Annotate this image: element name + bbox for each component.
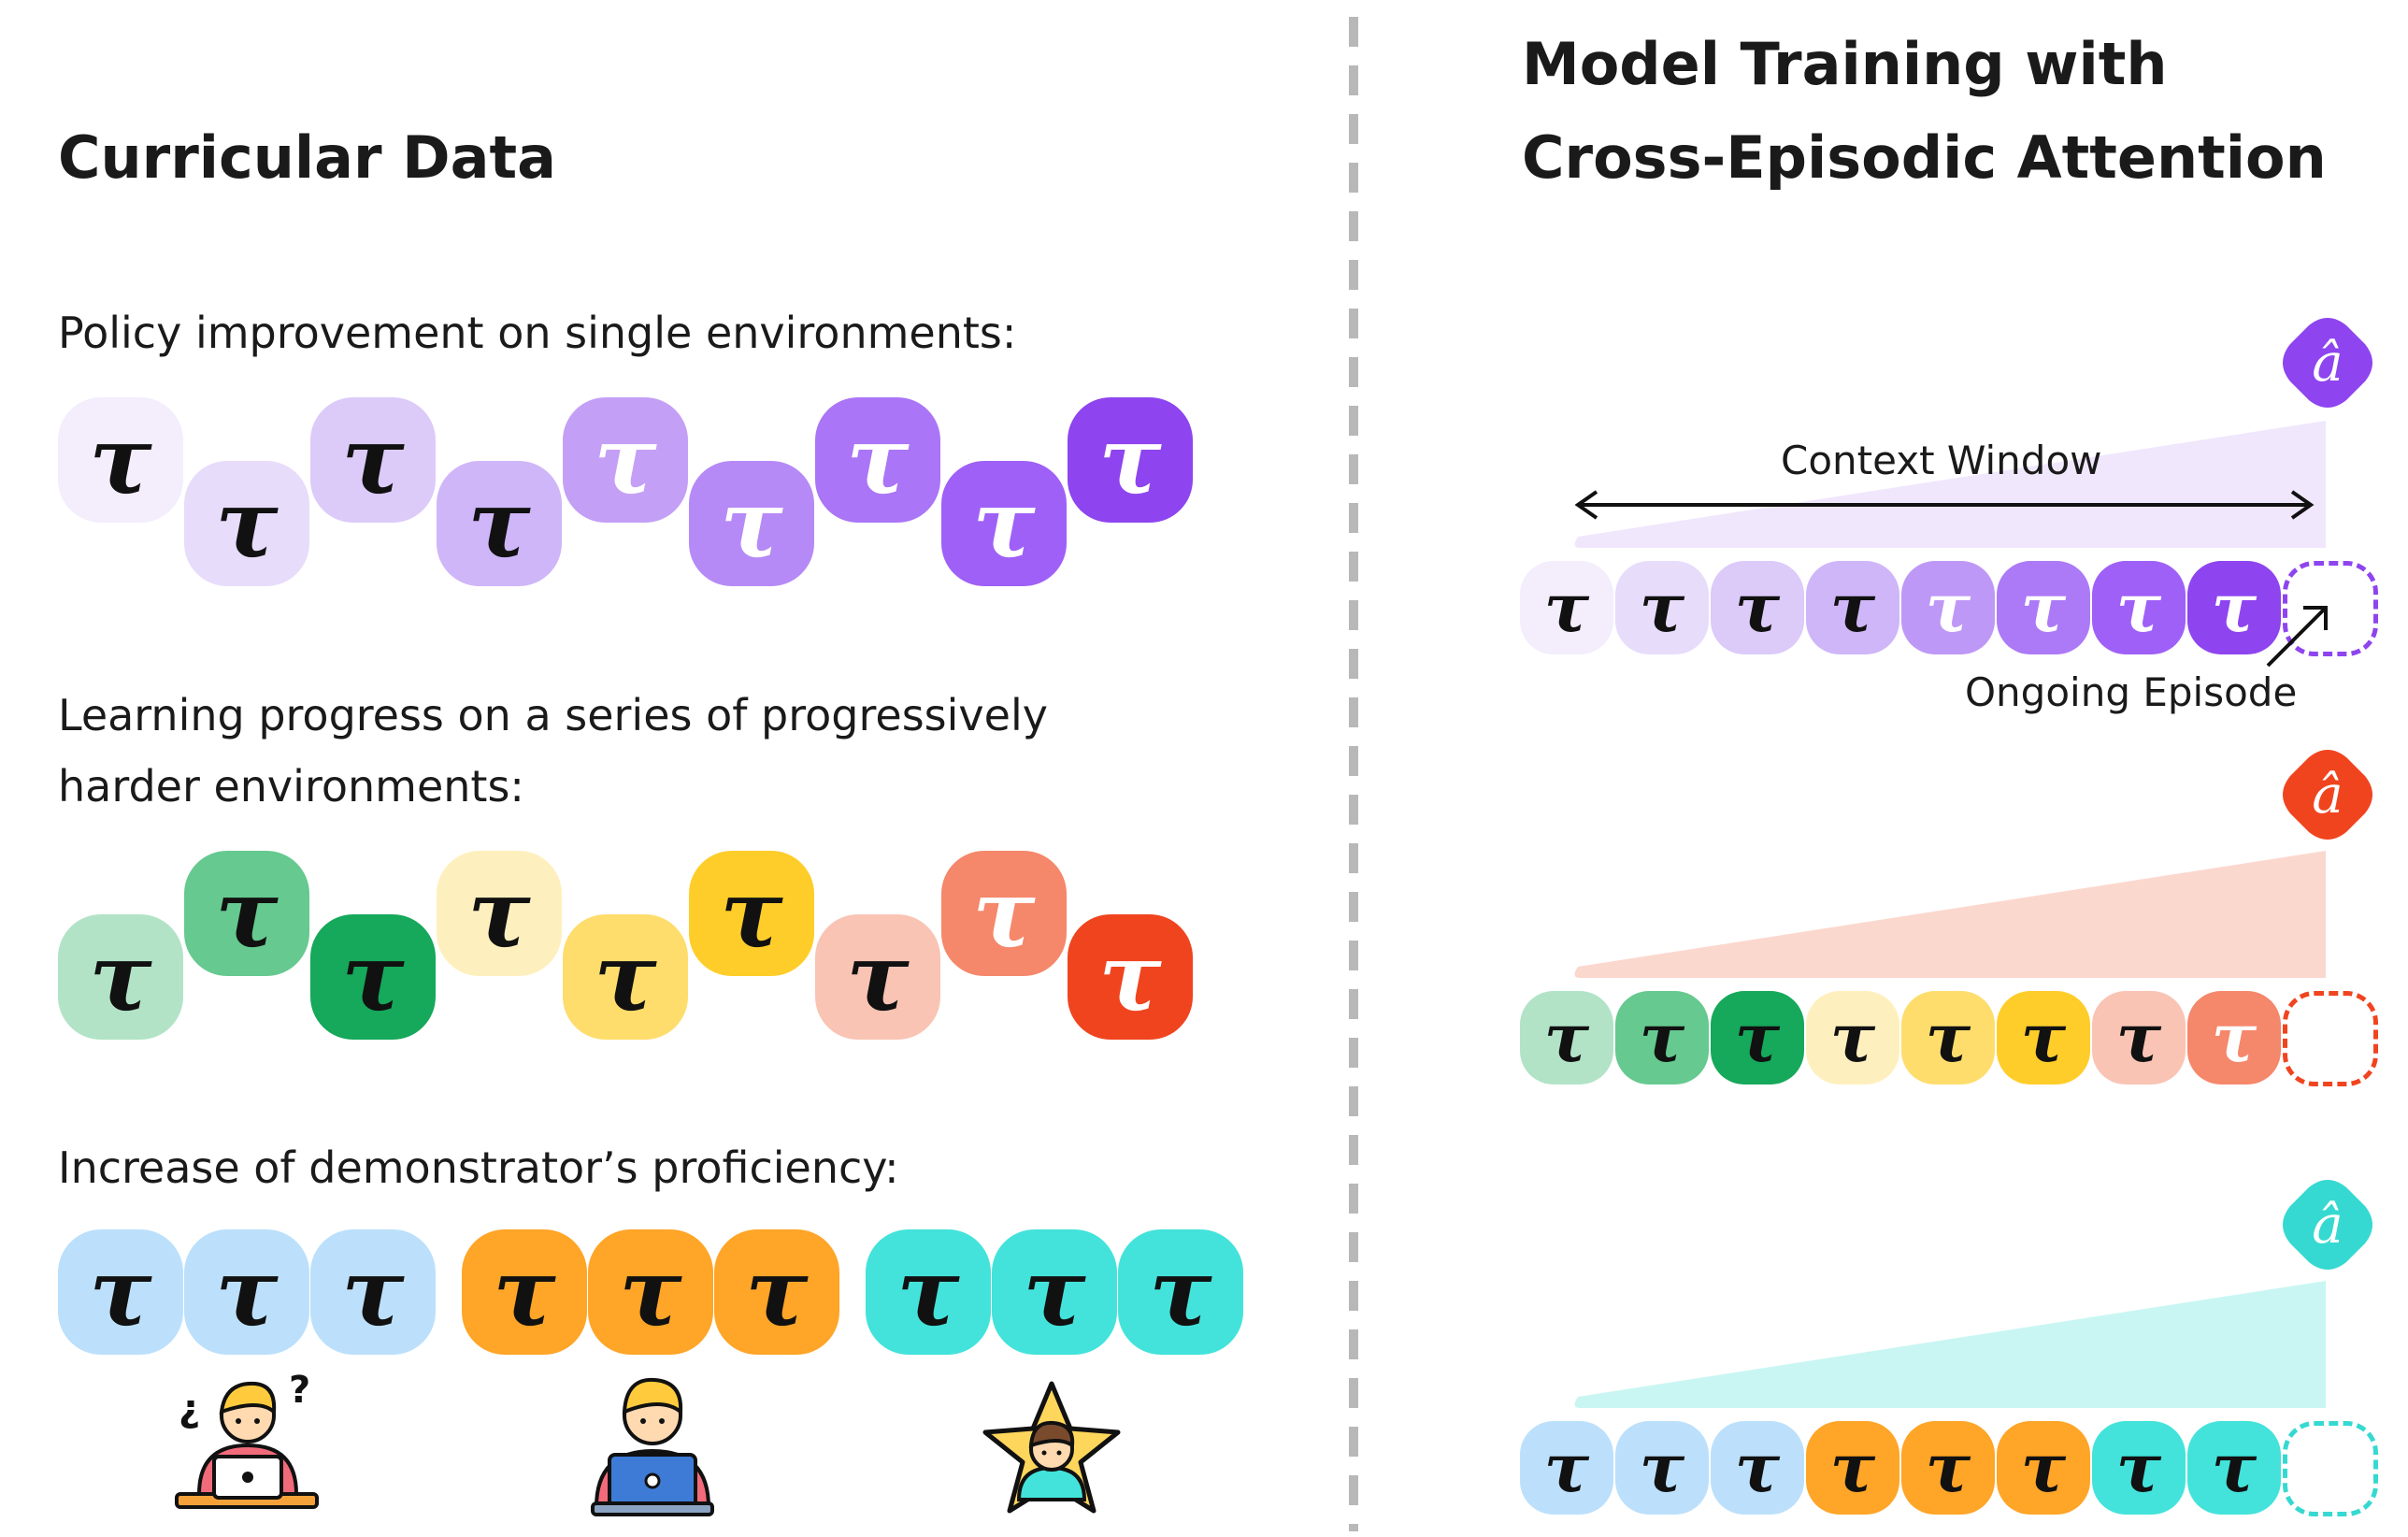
attention-wedge xyxy=(1574,1281,2326,1408)
learning-episode-tau: τ xyxy=(437,851,562,976)
policy-episode-tau: τ xyxy=(1068,397,1193,523)
proficiency-episode-tau: τ xyxy=(1118,1229,1243,1355)
policy-episode-tau: τ xyxy=(563,397,688,523)
policy-episode-tau: τ xyxy=(815,397,940,523)
learning-episode-tau: τ xyxy=(941,851,1067,976)
context-episode-tau: τ xyxy=(1615,1421,1709,1515)
ongoing-episode-slot xyxy=(2283,1421,2378,1516)
learning-progress-label-line2: harder environments: xyxy=(58,761,524,812)
context-episode-tau: τ xyxy=(2187,991,2281,1085)
proficiency-episode-tau: τ xyxy=(310,1229,436,1355)
context-episode-tau: τ xyxy=(1901,1421,1995,1515)
ongoing-episode-slot xyxy=(2283,991,2378,1086)
context-episode-tau: τ xyxy=(1615,561,1709,654)
model-training-title-line2: Cross-Episodic Attention xyxy=(1522,123,2327,192)
context-episode-tau: τ xyxy=(2187,561,2281,654)
ongoing-episode-label: Ongoing Episode xyxy=(1965,669,2298,715)
curricular-data-title: Curricular Data xyxy=(58,123,556,192)
panel-divider xyxy=(1349,17,1358,1531)
svg-text:?: ? xyxy=(289,1369,310,1412)
context-episode-tau: τ xyxy=(1711,1421,1804,1515)
context-episode-tau: τ xyxy=(1901,561,1995,654)
learning-episode-tau: τ xyxy=(1068,914,1193,1040)
policy-episode-tau: τ xyxy=(941,461,1067,586)
ongoing-episode-slot xyxy=(2283,561,2378,656)
context-episode-tau: τ xyxy=(1806,561,1899,654)
policy-episode-tau: τ xyxy=(184,461,309,586)
learning-episode-tau: τ xyxy=(689,851,814,976)
attention-wedge xyxy=(1574,851,2326,978)
proficiency-episode-tau: τ xyxy=(992,1229,1117,1355)
context-window-label: Context Window xyxy=(1781,438,2102,483)
proficiency-episode-tau: τ xyxy=(462,1229,587,1355)
context-episode-tau: τ xyxy=(1711,561,1804,654)
policy-improvement-label: Policy improvement on single environment… xyxy=(58,308,1017,358)
predicted-action-badge: â xyxy=(2281,748,2374,841)
learning-progress-label-line1: Learning progress on a series of progres… xyxy=(58,690,1048,740)
action-hat-symbol: â xyxy=(2312,332,2344,394)
proficiency-episode-tau: τ xyxy=(866,1229,991,1355)
action-hat-symbol: â xyxy=(2312,1194,2344,1256)
policy-episode-tau: τ xyxy=(58,397,183,523)
model-training-title-line1: Model Training with xyxy=(1522,30,2168,98)
learning-episode-tau: τ xyxy=(563,914,688,1040)
context-window-arrow xyxy=(1574,490,2315,520)
context-episode-tau: τ xyxy=(1806,1421,1899,1515)
learning-episode-tau: τ xyxy=(184,851,309,976)
proficiency-label: Increase of demonstrator’s proficiency: xyxy=(58,1142,899,1193)
working-person-icon xyxy=(591,1377,714,1516)
proficiency-episode-tau: τ xyxy=(588,1229,713,1355)
attention-wedge xyxy=(1574,421,2326,548)
context-episode-tau: τ xyxy=(2092,561,2186,654)
context-episode-tau: τ xyxy=(1520,561,1613,654)
context-episode-tau: τ xyxy=(1711,991,1804,1085)
learning-episode-tau: τ xyxy=(58,914,183,1040)
context-episode-tau: τ xyxy=(2092,991,2186,1085)
context-episode-tau: τ xyxy=(1997,1421,2090,1515)
context-episode-tau: τ xyxy=(1806,991,1899,1085)
context-episode-tau: τ xyxy=(2092,1421,2186,1515)
context-episode-tau: τ xyxy=(1901,991,1995,1085)
context-episode-tau: τ xyxy=(1520,991,1613,1085)
proficiency-episode-tau: τ xyxy=(184,1229,309,1355)
context-episode-tau: τ xyxy=(1520,1421,1613,1515)
proficiency-episode-tau: τ xyxy=(714,1229,839,1355)
context-episode-tau: τ xyxy=(1997,991,2090,1085)
predicted-action-badge: â xyxy=(2281,316,2374,409)
ongoing-episode-pointer xyxy=(2266,606,2328,668)
context-episode-tau: τ xyxy=(1615,991,1709,1085)
policy-episode-tau: τ xyxy=(689,461,814,586)
predicted-action-badge: â xyxy=(2281,1178,2374,1271)
proficiency-episode-tau: τ xyxy=(58,1229,183,1355)
star-expert-icon xyxy=(982,1381,1121,1514)
action-hat-symbol: â xyxy=(2312,764,2344,826)
policy-episode-tau: τ xyxy=(310,397,436,523)
learning-episode-tau: τ xyxy=(310,914,436,1040)
confused-learner-icon: ¿ ? xyxy=(175,1369,319,1509)
context-episode-tau: τ xyxy=(1997,561,2090,654)
learning-episode-tau: τ xyxy=(815,914,940,1040)
svg-text:¿: ¿ xyxy=(179,1387,200,1430)
policy-episode-tau: τ xyxy=(437,461,562,586)
context-episode-tau: τ xyxy=(2187,1421,2281,1515)
